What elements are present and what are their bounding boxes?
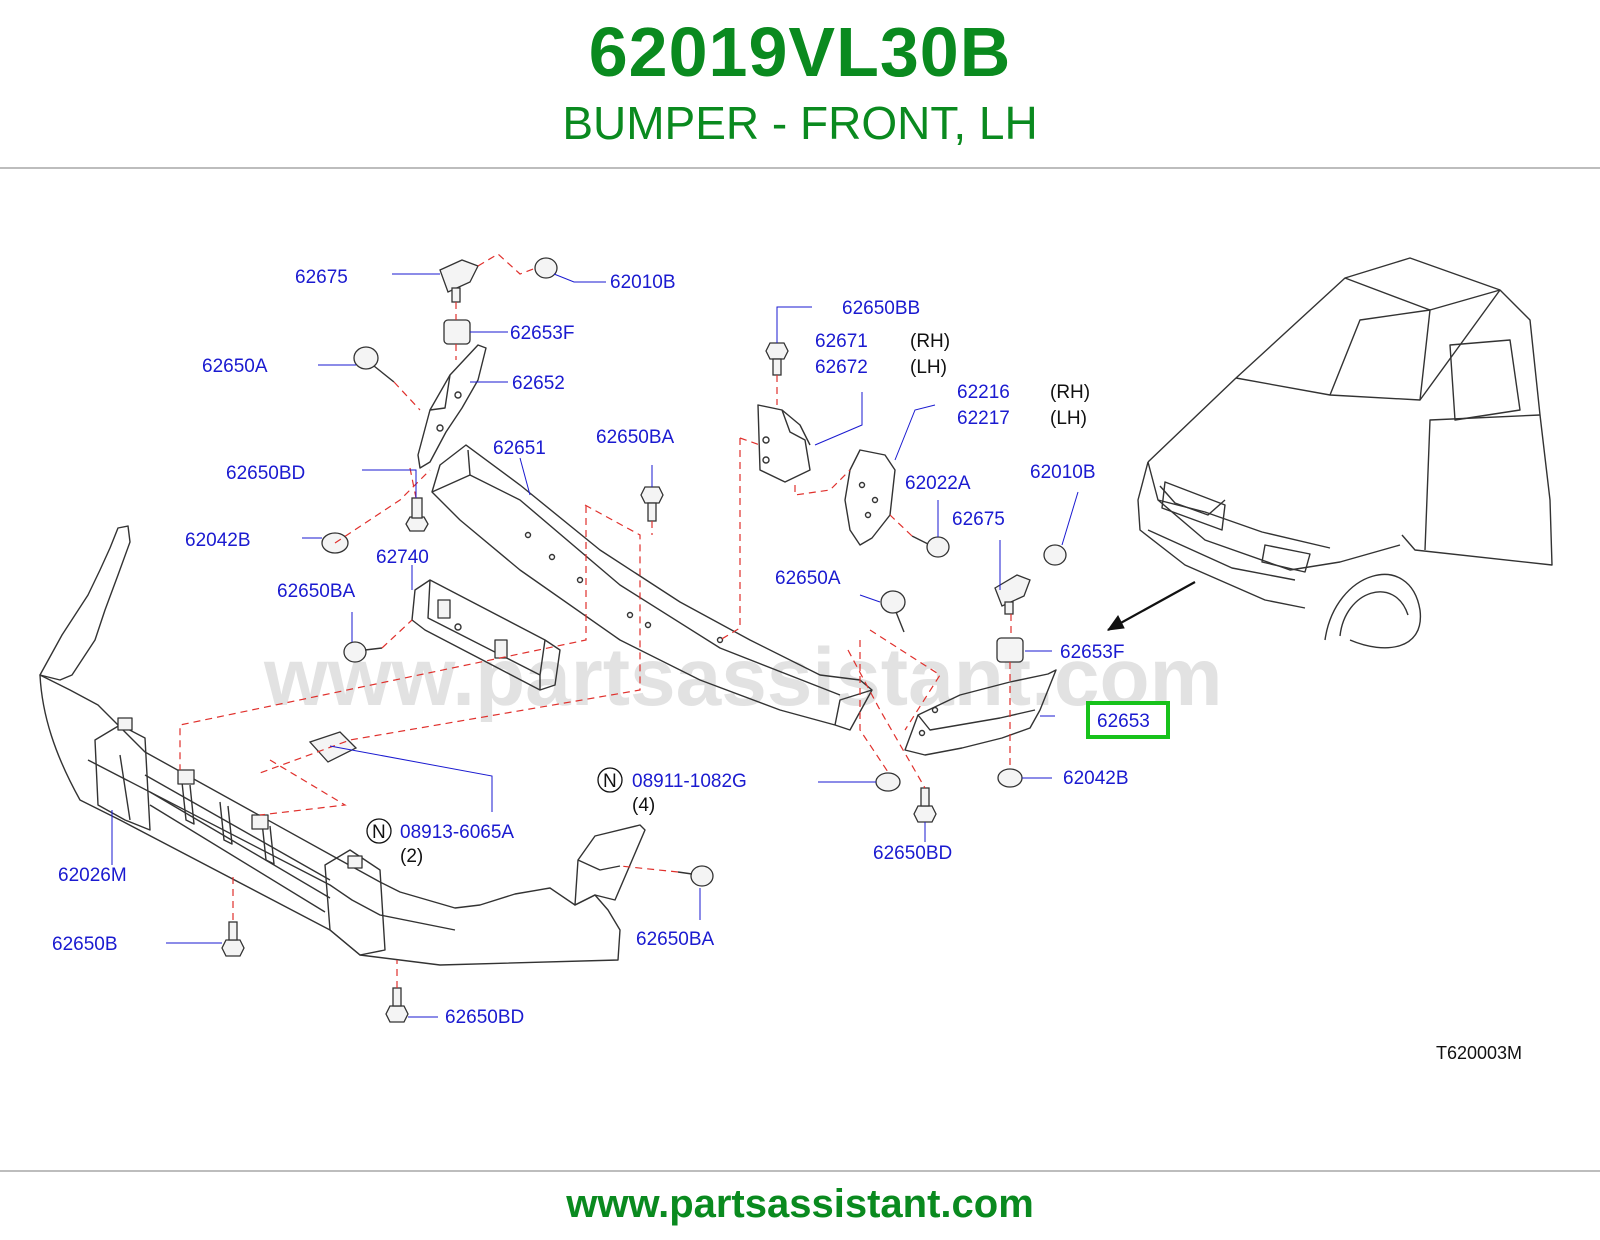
label-62650a-center[interactable]: 62650A — [775, 568, 841, 589]
view-arrow-head — [1106, 615, 1125, 631]
label-62675-left[interactable]: 62675 — [295, 267, 348, 288]
note-quantity-2: (2) — [400, 846, 423, 867]
part-number-title: 62019VL30B — [588, 13, 1012, 91]
bracket-62652 — [417, 344, 487, 469]
label-62651[interactable]: 62651 — [493, 438, 546, 459]
label-62010b-left[interactable]: 62010B — [610, 272, 676, 293]
note-n-08913: N — [372, 822, 386, 843]
label-62650ba-left[interactable]: 62650BA — [277, 581, 356, 602]
absorber-62740 — [411, 579, 561, 691]
note-lh-62217: (LH) — [1050, 408, 1087, 429]
label-62650bd-left[interactable]: 62650BD — [226, 463, 305, 484]
watermark: www.partsassistant.com — [263, 632, 1223, 723]
bracket-62216-62217 — [844, 449, 896, 546]
note-rh-62671: (RH) — [910, 331, 950, 352]
label-62650ba-center[interactable]: 62650BA — [596, 427, 675, 448]
label-62022a[interactable]: 62022A — [905, 473, 971, 494]
part-description: BUMPER - FRONT, LH — [562, 97, 1038, 149]
label-62653[interactable]: 62653 — [1097, 711, 1150, 732]
label-62675-right[interactable]: 62675 — [952, 509, 1005, 530]
label-62650b[interactable]: 62650B — [52, 934, 118, 955]
label-62042b-left[interactable]: 62042B — [185, 530, 251, 551]
label-62653f-right[interactable]: 62653F — [1060, 642, 1124, 663]
label-08913-6065a[interactable]: 08913-6065A — [400, 822, 514, 843]
label-62010b-right[interactable]: 62010B — [1030, 462, 1096, 483]
note-quantity-4: (4) — [632, 795, 655, 816]
footer-url[interactable]: www.partsassistant.com — [566, 1182, 1034, 1226]
label-62026m[interactable]: 62026M — [58, 865, 127, 886]
header-divider — [0, 167, 1600, 169]
label-08911-1082g[interactable]: 08911-1082G — [632, 771, 747, 792]
label-62650ba-bottom[interactable]: 62650BA — [636, 929, 715, 950]
label-62671[interactable]: 62671 — [815, 331, 868, 352]
assembly-lines — [179, 253, 1012, 988]
leader-lines — [111, 273, 1079, 1018]
bracket-62671-62672 — [757, 404, 811, 483]
note-symbol-n-08913 — [366, 818, 392, 844]
note-n-08911: N — [603, 771, 617, 792]
side-bumper-62653 — [904, 669, 1057, 756]
note-lh-62672: (LH) — [910, 357, 947, 378]
label-62042b-right[interactable]: 62042B — [1063, 768, 1129, 789]
bumper-fascia-62026m — [39, 525, 646, 966]
label-62650bd-right[interactable]: 62650BD — [873, 843, 952, 864]
note-rh-62216: (RH) — [1050, 382, 1090, 403]
label-62650a-left[interactable]: 62650A — [202, 356, 268, 377]
reinforcement-62651 — [431, 444, 873, 731]
callout-labels: 62675 62010B 62653F 62650A 62652 62650BD… — [52, 267, 1522, 1063]
label-62652[interactable]: 62652 — [512, 373, 565, 394]
footer-divider — [0, 1170, 1600, 1172]
label-62216[interactable]: 62216 — [957, 382, 1010, 403]
note-symbol-n-08911 — [597, 767, 623, 793]
label-62740[interactable]: 62740 — [376, 547, 429, 568]
label-62672[interactable]: 62672 — [815, 357, 868, 378]
parts-diagram: www.partsassistant.com — [39, 253, 1553, 1063]
view-arrow — [1107, 581, 1196, 631]
diagram-code: T620003M — [1436, 1043, 1522, 1063]
vehicle-sketch — [1137, 257, 1553, 649]
label-62650bb[interactable]: 62650BB — [842, 298, 920, 319]
highlight-62653 — [1086, 701, 1170, 739]
header: 62019VL30B BUMPER - FRONT, LH — [0, 0, 1600, 170]
label-62650bd-bottom[interactable]: 62650BD — [445, 1007, 524, 1028]
label-62217[interactable]: 62217 — [957, 408, 1010, 429]
label-62653f-left[interactable]: 62653F — [510, 323, 574, 344]
